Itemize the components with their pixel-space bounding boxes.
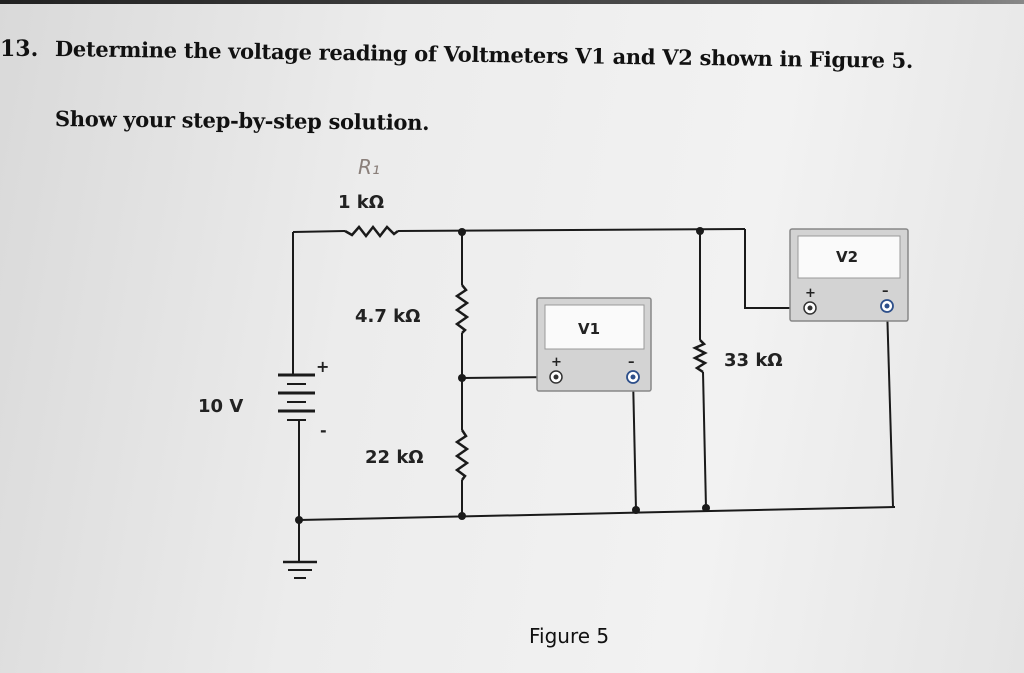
- v2-minus: –: [882, 284, 889, 299]
- wire-top-right: [397, 228, 746, 232]
- r3-value: 22 kΩ: [365, 447, 424, 468]
- v2-plus: +: [805, 286, 816, 301]
- r2-value: 4.7 kΩ: [355, 306, 420, 327]
- v1-label: V1: [578, 320, 600, 338]
- r4-resistor: [692, 339, 708, 374]
- figure-caption: Figure 5: [529, 624, 609, 648]
- source-value: 10 V: [198, 396, 243, 417]
- junction-dots: [295, 227, 710, 524]
- wire-v1-minus: [632, 376, 637, 511]
- wire-v2-plus: [744, 229, 810, 309]
- battery-minus: -: [320, 421, 327, 440]
- battery-symbol: [278, 373, 315, 421]
- v2-label: V2: [836, 248, 858, 266]
- handwritten-r1-label: R₁: [358, 155, 380, 179]
- wire-bottom: [298, 506, 896, 521]
- question-number: 13.: [0, 36, 39, 62]
- r1-value: 1 kΩ: [338, 192, 384, 213]
- page-top-edge: [0, 0, 1024, 4]
- v1-plus: +: [551, 355, 562, 370]
- r2-resistor: [454, 284, 470, 334]
- r3-resistor: [454, 429, 470, 481]
- r1-resistor: [344, 224, 399, 239]
- v1-minus: –: [628, 355, 635, 370]
- voltmeter-v1: [536, 297, 652, 392]
- r4-value: 33 kΩ: [724, 350, 783, 371]
- voltmeter-v2: [789, 228, 909, 322]
- wire-top-left: [292, 230, 346, 233]
- wire-v2-minus: [886, 305, 894, 508]
- wire-r4-bottom: [702, 371, 707, 509]
- ground-icon: [283, 560, 317, 579]
- battery-plus: +: [316, 357, 329, 376]
